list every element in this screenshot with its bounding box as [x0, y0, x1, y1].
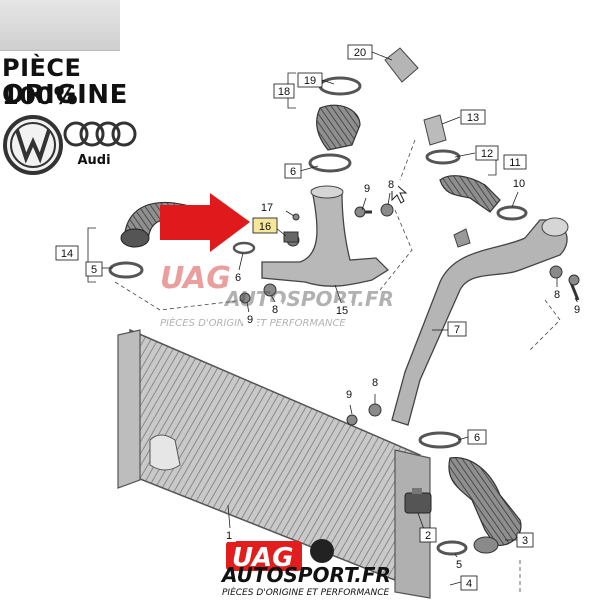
- clamp-6-mid: [232, 241, 256, 255]
- svg-text:13: 13: [467, 112, 479, 124]
- svg-text:6: 6: [474, 432, 480, 444]
- svg-text:2: 2: [425, 530, 431, 542]
- svg-text:20: 20: [354, 47, 366, 59]
- genuine-part-badge: PIÈCE 100% ORIGINE Audi: [0, 0, 140, 180]
- callout-13: 13: [460, 109, 486, 125]
- watermark-top-logo: UAG: [160, 261, 231, 296]
- dashed-guides: [114, 139, 561, 595]
- svg-text:16: 16: [259, 221, 271, 233]
- svg-text:11: 11: [509, 157, 520, 169]
- svg-text:5: 5: [91, 264, 97, 276]
- callout-11: 11: [503, 154, 527, 170]
- svg-text:9: 9: [364, 183, 370, 195]
- svg-text:18: 18: [278, 86, 290, 98]
- small-bolt-17: [292, 213, 300, 221]
- nut-8-lower: [368, 403, 382, 417]
- bolt-9-lower: [346, 414, 358, 426]
- audi-rings-icon: [63, 121, 137, 147]
- callout-6-top: 6: [284, 163, 302, 179]
- callout-15: 15: [332, 303, 352, 317]
- audi-wordmark: Audi: [77, 153, 110, 168]
- svg-text:19: 19: [304, 75, 316, 87]
- svg-text:15: 15: [336, 305, 348, 317]
- hose-clamp-left: [108, 261, 144, 279]
- callout-1: 1: [222, 528, 236, 542]
- watermark-bottom: UAG AUTOSPORT.FR PIÈCES D'ORIGINE ET PER…: [220, 539, 391, 598]
- callout-5-left: 5: [85, 261, 103, 277]
- callout-20: 20: [347, 44, 373, 60]
- callout-5-lower: 5: [452, 557, 466, 571]
- nut-8-top: [380, 203, 394, 217]
- charge-pipe-long: [391, 217, 569, 426]
- watermark-bottom-logo: UAG: [232, 543, 293, 573]
- callout-8-lower: 8: [368, 375, 382, 389]
- callout-9-lower: 9: [342, 387, 356, 401]
- svg-text:14: 14: [61, 248, 73, 260]
- callout-19: 19: [297, 72, 323, 88]
- badge-line-1: PIÈCE 100%: [2, 54, 82, 110]
- svg-text:7: 7: [454, 324, 460, 336]
- svg-text:3: 3: [522, 535, 528, 547]
- callout-3: 3: [516, 532, 534, 548]
- upper-hose: [308, 76, 362, 173]
- bolts-and-nuts: [232, 203, 580, 426]
- callout-9-mid: 9: [243, 312, 257, 326]
- sensor-16: [283, 231, 299, 243]
- svg-text:6: 6: [290, 166, 296, 178]
- watermark-bottom-name: AUTOSPORT.FR: [220, 563, 391, 587]
- intercooler: [117, 328, 431, 599]
- badge-line-2: ORIGINE: [2, 80, 128, 110]
- callout-6-mid: 6: [231, 270, 245, 284]
- charge-pipe-center: [261, 185, 390, 287]
- svg-text:9: 9: [247, 314, 253, 326]
- svg-text:5: 5: [456, 559, 462, 571]
- nut-8-right: [549, 265, 563, 279]
- svg-text:17: 17: [261, 202, 273, 214]
- svg-text:9: 9: [346, 389, 352, 401]
- bolt-9-top: [354, 206, 372, 218]
- lower-hose: [418, 431, 522, 556]
- callout-12: 12: [475, 145, 499, 161]
- callout-18: 18: [273, 83, 295, 99]
- bolt-9-right: [568, 274, 580, 301]
- svg-text:9: 9: [574, 304, 580, 316]
- callout-4: 4: [460, 575, 478, 591]
- brand-logos: Audi: [3, 115, 137, 175]
- callout-8-mid: 8: [268, 302, 282, 316]
- watermark-bottom-tagline: PIÈCES D'ORIGINE ET PERFORMANCE: [222, 586, 389, 598]
- svg-text:10: 10: [513, 178, 525, 190]
- adapter-20: [384, 47, 419, 83]
- callout-labels: 20 19 18 13 12 11 6 9 8 10 17 16 14 5 6 …: [55, 44, 584, 591]
- svg-text:8: 8: [554, 289, 560, 301]
- callout-9-top: 9: [360, 181, 374, 195]
- nut-8-mid: [263, 283, 277, 297]
- callout-16: 16: [252, 217, 278, 234]
- watermark-top-name: AUTOSPORT.FR: [223, 287, 394, 311]
- svg-text:1: 1: [226, 530, 232, 542]
- skull-icon: [310, 539, 334, 563]
- callout-8-right: 8: [550, 287, 564, 301]
- callout-2: 2: [419, 527, 437, 543]
- svg-text:4: 4: [466, 578, 472, 590]
- callout-6-lower: 6: [467, 429, 487, 445]
- uag-logo-badge: [226, 541, 302, 571]
- badge-box-stack: [0, 0, 120, 51]
- svg-text:12: 12: [481, 148, 493, 160]
- callout-8-top: 8: [384, 177, 398, 191]
- svg-text:8: 8: [372, 377, 378, 389]
- callout-7: 7: [447, 321, 467, 337]
- vw-logo-icon: [3, 115, 63, 175]
- svg-text:6: 6: [235, 272, 241, 284]
- highlight-arrow: [160, 193, 250, 252]
- callout-17: 17: [256, 200, 278, 214]
- callout-10: 10: [508, 176, 530, 190]
- svg-text:8: 8: [388, 179, 394, 191]
- svg-text:8: 8: [272, 304, 278, 316]
- callout-14: 14: [55, 245, 79, 261]
- callout-9-right: 9: [570, 302, 584, 316]
